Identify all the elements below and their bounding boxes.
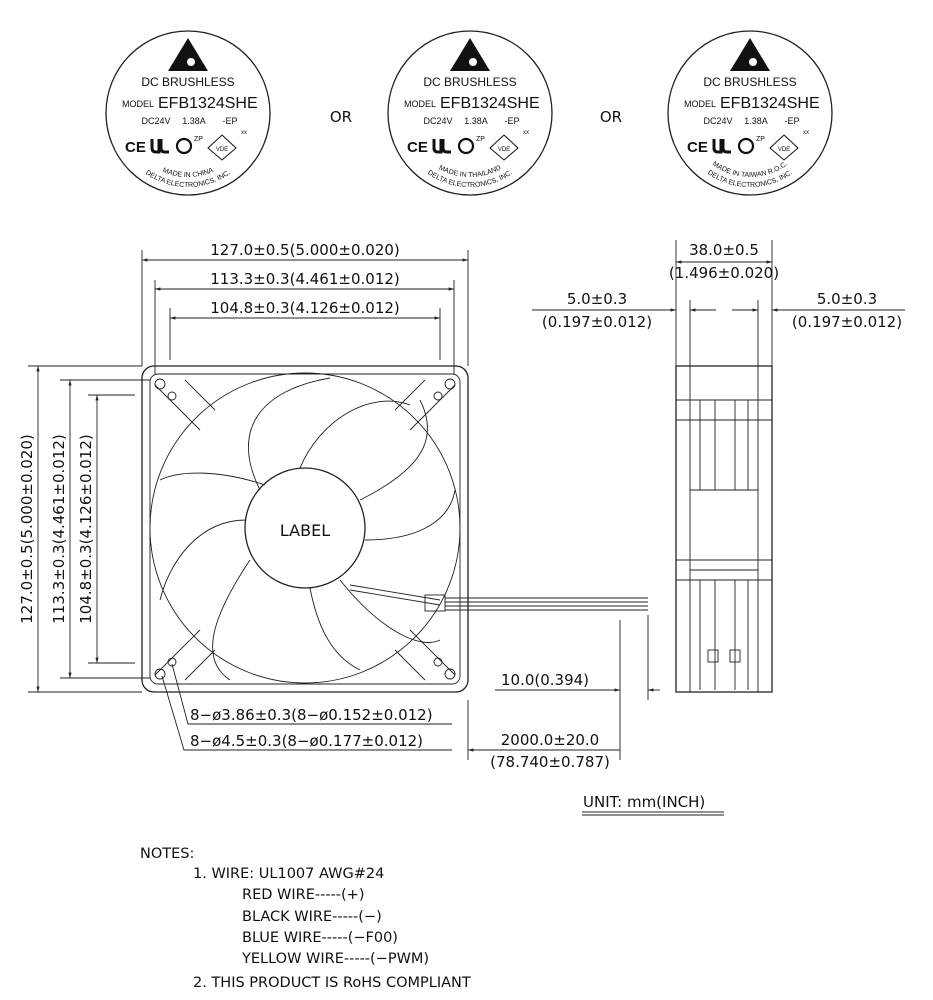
- label-zp: ZP: [194, 136, 203, 143]
- notes-title: NOTES:: [140, 846, 194, 862]
- label-suffix: -EP: [784, 116, 799, 126]
- label-current: 1.38A: [182, 116, 206, 126]
- label-model-prefix: MODEL: [684, 99, 716, 109]
- note-1: 1. WIRE: UL1007 AWG#24: [193, 866, 384, 882]
- label-origin: MADE IN THAILAND: [438, 164, 503, 179]
- csa-mark-icon: [175, 137, 193, 155]
- dim-height-mid: 113.3±0.3(4.461±0.012): [50, 434, 68, 624]
- ul-mark-icon: [150, 139, 169, 154]
- label-circle: [387, 30, 553, 196]
- unit-label: UNIT: mm(INCH): [583, 793, 705, 811]
- fan-label-1: DC BRUSHLESS MODEL EFB1324SHE DC24V 1.38A -EP…: [105, 30, 271, 196]
- hole-small-callout: 8−ø3.86±0.3(8−ø0.152±0.012): [190, 706, 433, 724]
- ce-mark-icon: CE: [407, 139, 428, 156]
- label-current: 1.38A: [464, 116, 488, 126]
- side-view: [532, 240, 905, 693]
- label-suffix: -EP: [222, 116, 237, 126]
- ul-mark-icon: [712, 139, 731, 154]
- label-model-prefix: MODEL: [404, 99, 436, 109]
- dim-height-overall: 127.0±0.5(5.000±0.020): [18, 434, 36, 624]
- csa-mark-icon: [737, 137, 755, 155]
- label-type: DC BRUSHLESS: [703, 75, 796, 89]
- dim-flange-left-mm: 5.0±0.3: [567, 290, 627, 308]
- label-suffix-sub: xx: [523, 130, 529, 136]
- vde-mark-icon: VDE: [216, 147, 228, 153]
- note-black-wire: BLACK WIRE-----(−): [242, 909, 382, 925]
- hole-large-callout: 8−ø4.5±0.3(8−ø0.177±0.012): [190, 732, 423, 750]
- label-model: EFB1324SHE: [440, 95, 540, 112]
- label-circle: [667, 30, 833, 196]
- label-voltage: DC24V: [423, 116, 452, 126]
- delta-logo-icon: [730, 38, 770, 71]
- delta-logo-icon: [168, 38, 208, 71]
- fan-label-3: DC BRUSHLESS MODEL EFB1324SHE DC24V 1.38A -EP…: [667, 30, 833, 196]
- label-suffix: -EP: [504, 116, 519, 126]
- label-model: EFB1324SHE: [158, 95, 258, 112]
- front-view: LABEL: [141, 365, 648, 693]
- fan-label-2: DC BRUSHLESS MODEL EFB1324SHE DC24V 1.38A -EP…: [387, 30, 553, 196]
- csa-mark-icon: [457, 137, 475, 155]
- dim-width-mid: 113.3±0.3(4.461±0.012): [210, 270, 400, 288]
- ce-mark-icon: CE: [125, 139, 146, 156]
- label-suffix-sub: xx: [241, 130, 247, 136]
- label-zp: ZP: [476, 136, 485, 143]
- note-blue-wire: BLUE WIRE-----(−F00): [242, 930, 398, 946]
- label-type: DC BRUSHLESS: [141, 75, 234, 89]
- note-2: 2. THIS PRODUCT IS RoHS COMPLIANT: [193, 975, 471, 991]
- dim-width-overall: 127.0±0.5(5.000±0.020): [210, 241, 400, 259]
- note-red-wire: RED WIRE-----(+): [242, 887, 365, 903]
- dim-width-hole: 104.8±0.3(4.126±0.012): [210, 299, 400, 317]
- label-origin: MADE IN CHINA: [161, 167, 214, 179]
- ul-mark-icon: [432, 139, 451, 154]
- label-suffix-sub: xx: [803, 130, 809, 136]
- or-text-2: OR: [600, 108, 622, 126]
- dim-depth-mm: 38.0±0.5: [689, 241, 759, 259]
- dim-height-hole: 104.8±0.3(4.126±0.012): [77, 434, 95, 624]
- hub-label: LABEL: [280, 521, 330, 540]
- label-model-prefix: MODEL: [122, 99, 154, 109]
- label-origin: MADE IN TAIWAN R.O.C.: [711, 160, 789, 179]
- note-yellow-wire: YELLOW WIRE-----(−PWM): [241, 951, 429, 967]
- label-current: 1.38A: [744, 116, 768, 126]
- or-text-1: OR: [330, 108, 352, 126]
- dim-wire-strip: 10.0(0.394): [501, 671, 589, 689]
- dim-flange-right-mm: 5.0±0.3: [817, 290, 877, 308]
- label-model: EFB1324SHE: [720, 95, 820, 112]
- label-voltage: DC24V: [703, 116, 732, 126]
- vde-mark-icon: VDE: [778, 147, 790, 153]
- delta-logo-icon: [450, 38, 490, 71]
- dim-depth-in: (1.496±0.020): [669, 264, 779, 282]
- ce-mark-icon: CE: [687, 139, 708, 156]
- dim-flange-left-in: (0.197±0.012): [542, 313, 652, 331]
- label-circle: [105, 30, 271, 196]
- hub-circle: [244, 467, 366, 589]
- dim-flange-right-in: (0.197±0.012): [792, 313, 902, 331]
- label-voltage: DC24V: [141, 116, 170, 126]
- dim-wire-length-mm: 2000.0±20.0: [501, 731, 599, 749]
- label-zp: ZP: [756, 136, 765, 143]
- dim-wire-length-in: (78.740±0.787): [490, 753, 610, 771]
- vde-mark-icon: VDE: [498, 147, 510, 153]
- label-type: DC BRUSHLESS: [423, 75, 516, 89]
